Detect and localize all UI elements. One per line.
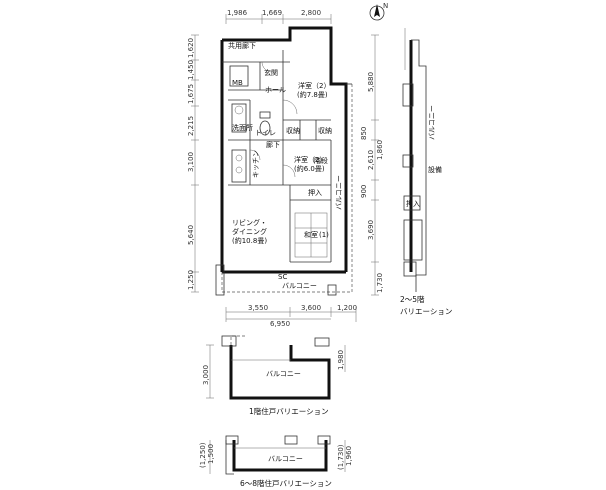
room-balcony-main-label: バルコニー (282, 282, 317, 290)
right-dim-4: 900 (360, 185, 368, 198)
room-living-size: (約10.8畳) (232, 236, 267, 245)
room-balcony-side-label: バルコニー (335, 175, 343, 210)
var2-caption: 6～8階住戸バリエーション (240, 478, 332, 488)
first-floor-variation: 3,000 1,980 バルコニー 1階住戸バリエーション (202, 335, 346, 416)
side-caption-line2: バリエーション (400, 307, 452, 316)
right-dimension-line: 5,880 850 2,610 900 3,690 1,730 1,860 (360, 34, 384, 296)
side-sekkei-label: 設備 (428, 165, 442, 174)
left-dim-3: 1,675 (187, 84, 195, 104)
room-stairs-label: 階段 (314, 156, 328, 165)
right-dim-2: 850 (360, 127, 368, 140)
room-bed2-size: (約7.8畳) (297, 90, 328, 99)
right-dim-7: 1,860 (376, 140, 384, 160)
side-variation-view: バルコニー 設備 押入 2～5階 バリエーション (400, 28, 452, 316)
room-corridor-label: 廊下 (266, 140, 280, 149)
bottom-dim-total: 6,950 (270, 320, 290, 328)
var1-balcony-label: バルコニー (266, 370, 301, 378)
top-dimension-line: 1,986 1,669 2,800 (225, 9, 332, 24)
room-bed1-size: (約6.0畳) (294, 164, 325, 173)
top-dim-2: 1,669 (262, 9, 282, 17)
bottom-dim-left: 3,550 (248, 304, 268, 312)
right-dim-6: 1,730 (376, 273, 384, 293)
top-dim-3: 2,800 (301, 9, 321, 17)
room-closet1-label: 収納 (286, 126, 300, 135)
room-hall-label: ホール (265, 86, 286, 94)
room-toilet-label: トイレ (255, 129, 276, 137)
var2-balcony-label: バルコニー (268, 455, 303, 463)
var2-dim-left2: 1,500 (207, 444, 215, 464)
room-mb-label: MB (232, 79, 243, 87)
side-balcony-label: バルコニー (428, 105, 436, 140)
left-dim-6: 5,640 (187, 225, 195, 245)
right-dim-5: 3,690 (367, 220, 375, 240)
side-oshiire-label: 押入 (406, 199, 420, 208)
north-label: N (383, 2, 388, 10)
room-porch-label: 共用廊下 (228, 41, 256, 50)
room-bed1-name: 洋室（2） (294, 155, 326, 164)
north-arrow-icon: N (369, 2, 388, 21)
var1-dim-right: 1,980 (337, 350, 345, 370)
bottom-dim-right: 1,200 (337, 304, 357, 312)
var1-caption: 1階住戸バリエーション (249, 406, 329, 416)
left-dim-7: 1,250 (187, 270, 195, 290)
left-dim-1: 1,620 (187, 38, 195, 58)
room-sc-label: SC (278, 273, 287, 281)
left-dimension-line: 1,620 1,450 1,675 2,215 3,100 5,640 1,25… (187, 34, 199, 293)
var2-dim-right2: 1,960 (345, 446, 353, 466)
bottom-dim-mid: 3,600 (301, 304, 321, 312)
room-closet3-label: 押入 (308, 188, 322, 197)
left-dim-5: 3,100 (187, 152, 195, 172)
bottom-dimension-line: 3,550 3,600 1,200 6,950 (225, 304, 357, 328)
var2-dim-right1: (1,730) (337, 444, 345, 470)
room-closet2-label: 収納 (318, 126, 332, 135)
room-entrance-label: 玄関 (264, 68, 278, 77)
room-kitchen-label: キッチン (252, 150, 260, 178)
room-washroom-label: 洗面所 (232, 123, 253, 132)
top-dim-1: 1,986 (227, 9, 248, 17)
room-labels: 共用廊下 玄関 MB ホール 洋室（2） (約7.8畳) 洗面所 トイレ 収納 … (228, 41, 343, 290)
upper-floor-variation: (1,250) 1,500 (1,730) 1,960 バルコニー 6～8階住戸… (199, 435, 353, 488)
room-tatami-size: (1) (319, 231, 329, 239)
left-dim-4: 2,215 (187, 116, 195, 136)
side-caption-line1: 2～5階 (400, 294, 425, 304)
room-living-name: リビング・ (232, 218, 267, 227)
left-dim-2: 1,450 (187, 60, 195, 80)
var2-dim-left1: (1,250) (199, 442, 207, 468)
main-unit-plan (215, 26, 353, 296)
right-dim-1: 5,880 (367, 72, 375, 92)
room-tatami-label: 和室 (304, 230, 318, 239)
room-bed2-name: 洋室（2） (298, 81, 330, 90)
room-living-name2: ダイニング (232, 227, 267, 236)
var1-dim-left: 3,000 (202, 365, 210, 385)
right-dim-3: 2,610 (367, 150, 375, 170)
